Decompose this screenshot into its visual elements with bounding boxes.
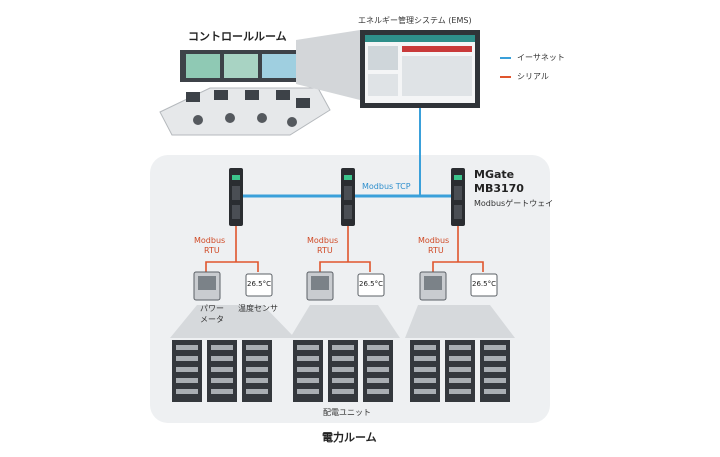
ems-title: エネルギー管理システム (EMS) (358, 16, 472, 25)
ems-monitor (360, 30, 480, 108)
serial-line-1 (205, 225, 259, 272)
legend-serial-label: シリアル (517, 72, 549, 81)
power-meter-label-line1: パワー (200, 304, 224, 313)
ems-projection-beam (296, 30, 360, 100)
gateway-name-line2: MB3170 (474, 182, 524, 195)
power-meter-1 (193, 271, 221, 301)
rtu-label-3b: RTU (428, 246, 444, 255)
distribution-unit-label: 配電ユニット (323, 408, 371, 417)
temperature-sensor-3 (470, 273, 498, 297)
power-meter-label-line2: メータ (200, 315, 224, 324)
gateway-beam-1 (170, 305, 295, 338)
gateway-beam-3 (405, 305, 515, 338)
serial-line-3 (432, 225, 484, 272)
serial-line-2 (319, 225, 371, 272)
legend-ethernet-label: イーサネット (517, 53, 565, 62)
cabinet-panels (176, 345, 506, 394)
rtu-label-3a: Modbus (418, 236, 450, 245)
rtu-label-1b: RTU (204, 246, 220, 255)
temp-display-2: 26.5°C (359, 280, 383, 288)
power-meter-3 (419, 271, 447, 301)
temp-display-1: 26.5°C (247, 280, 271, 288)
mgate-device-1 (229, 168, 243, 226)
rtu-label-1a: Modbus (194, 236, 226, 245)
control-room-illustration (159, 50, 331, 136)
mgate-device-2 (341, 168, 355, 226)
temperature-sensor-2 (357, 273, 385, 297)
temperature-sensor-1 (245, 273, 273, 297)
gateway-name-line1: MGate (474, 168, 515, 181)
gateway-subtitle: Modbusゲートウェイ (474, 199, 554, 208)
modbus-tcp-label: Modbus TCP (362, 182, 411, 191)
gateway-beam-2 (290, 305, 400, 338)
power-meter-2 (306, 271, 334, 301)
temp-display-3: 26.5°C (472, 280, 496, 288)
control-room-title: コントロールルーム (188, 30, 287, 43)
power-room-title: 電力ルーム (322, 431, 377, 444)
temp-sensor-label: 温度センサ (238, 304, 278, 313)
rtu-label-2a: Modbus (307, 236, 339, 245)
mgate-device-3 (451, 168, 465, 226)
rtu-label-2b: RTU (317, 246, 333, 255)
